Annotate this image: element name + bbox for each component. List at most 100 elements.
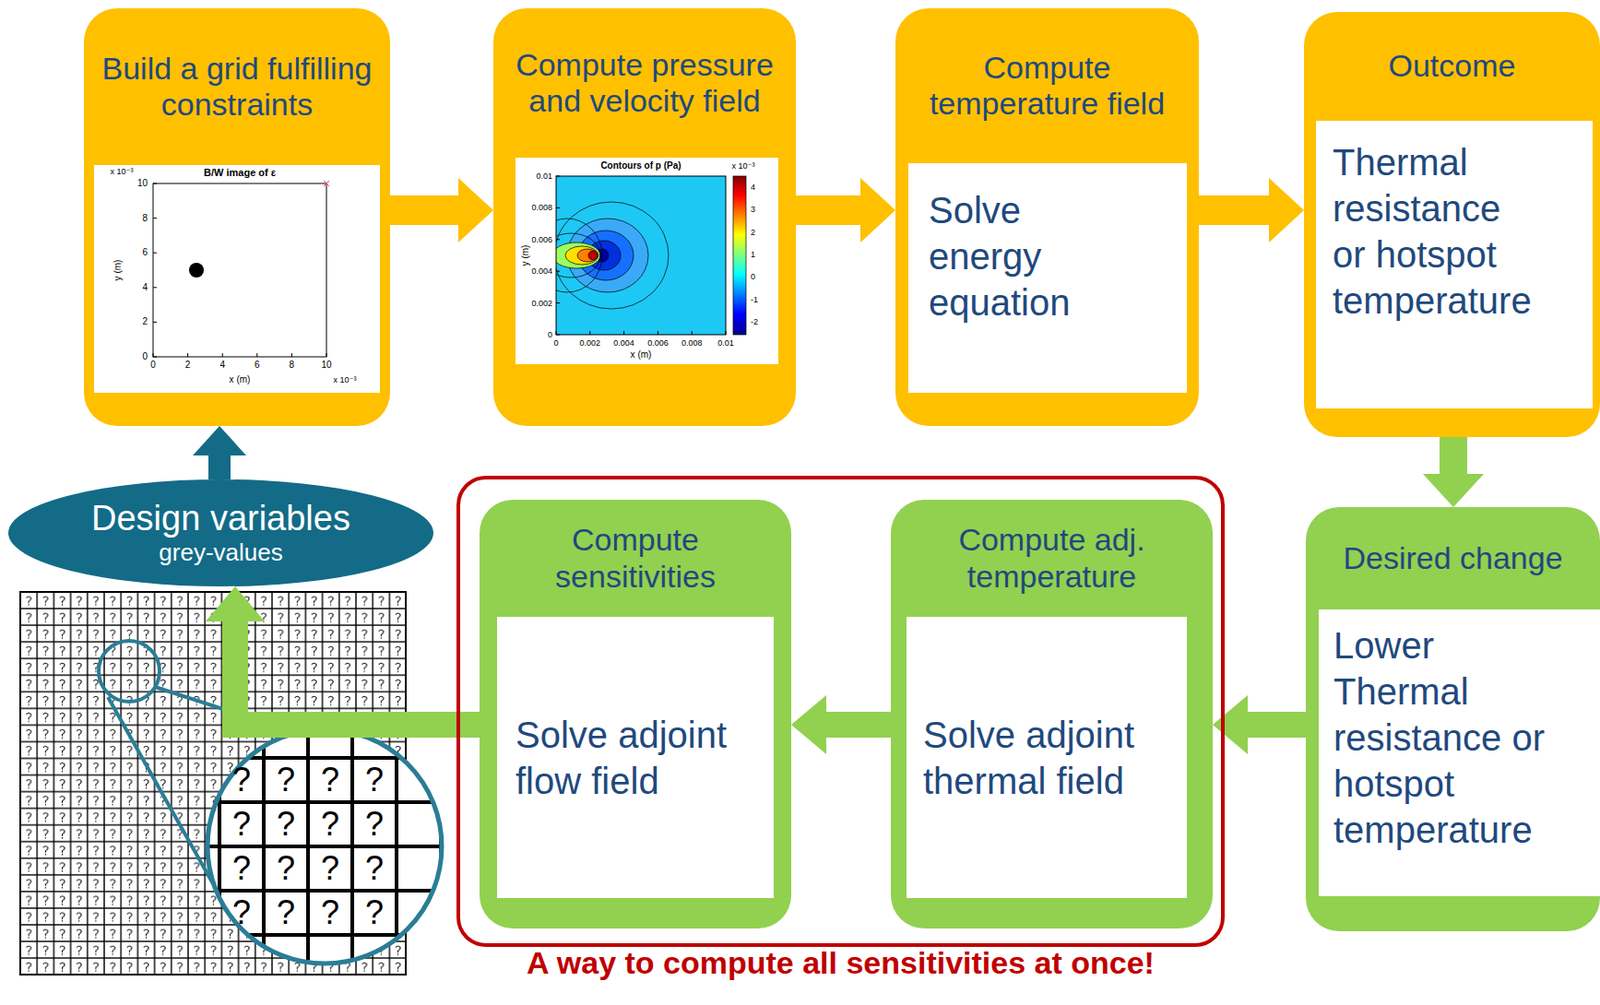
plot-axis-label: 0.004	[531, 267, 553, 276]
box-heading: Outcome	[1388, 47, 1517, 84]
box-heading-area: Compute temperature field	[895, 8, 1199, 164]
plot-axis-label: 0	[150, 360, 156, 370]
design-variable-mark: ?	[365, 896, 384, 930]
box-heading: Desired change	[1342, 540, 1563, 577]
plot-axis-label: 0.002	[531, 298, 553, 308]
white-panel: Thermal resistance or hotspot temperatur…	[1315, 120, 1593, 409]
plot-axis-label: 6	[142, 248, 148, 258]
goal-box: Desired changeLower Thermal resistance o…	[1305, 507, 1600, 932]
box-heading: Compute pressure and velocity field	[513, 47, 776, 120]
flow-arrow	[205, 586, 480, 725]
design-variable-mark: ?	[320, 807, 340, 842]
plot-axis-label: x (m)	[630, 350, 652, 360]
arrow-head	[1268, 177, 1304, 243]
design-variable-mark: ?	[276, 852, 296, 886]
box-heading: Build a grid fulfilling constraints	[96, 50, 378, 124]
white-panel: Solve adjoint flow field	[497, 616, 774, 899]
adjoint-group-frame: A way to compute all sensitivities at on…	[456, 475, 1225, 948]
design-variable-mark: ?	[320, 763, 340, 797]
arrow-shaft	[1439, 437, 1468, 475]
plot-axis-label: 0.006	[531, 235, 553, 244]
process-box: Compute temperature fieldSolve energy eq…	[895, 8, 1199, 427]
design-variable-mark: ?	[232, 763, 251, 797]
plot-axis-label: 10	[320, 360, 332, 370]
plot-axis-label: 0	[142, 352, 148, 362]
ellipse-heading: Design variables	[91, 498, 351, 540]
white-panel: B/W image of εx 10⁻³10864200246810x (m)x…	[94, 165, 380, 393]
flow-arrow	[1212, 695, 1306, 755]
arrow-shaft	[825, 711, 891, 738]
plot-axis-label: 0	[553, 339, 558, 348]
flow-arrow	[795, 177, 896, 243]
plot-axis-label: Contours of p (Pa)	[600, 161, 681, 171]
box-heading-area: Build a grid fulfilling constraints	[83, 8, 391, 166]
adjoint-box: Compute adj. temperatureSolve adjoint th…	[890, 499, 1213, 929]
arrow-head	[860, 177, 896, 243]
plot-axis-label: 2	[185, 360, 191, 370]
plot-axis-label: x 10⁻³	[732, 162, 756, 171]
arrow-shaft	[390, 195, 460, 226]
arrow-head	[192, 426, 247, 456]
process-box: Build a grid fulfilling constraintsB/W i…	[83, 8, 391, 427]
plot-axis-label: 10	[137, 178, 148, 189]
flow-arrow	[1198, 177, 1304, 243]
ellipse-subtitle: grey-values	[158, 539, 283, 568]
zoom-circle	[207, 729, 442, 964]
plot-axis-label: 3	[750, 205, 756, 214]
plot-axis-label: x 10⁻³	[110, 167, 134, 177]
plot-axis-label: 0	[750, 272, 756, 282]
plot-axis-label: 0.006	[647, 339, 669, 348]
plot-axis-label: 0	[547, 331, 553, 340]
plot-axis-label: B/W image of ε	[203, 167, 276, 178]
arrow-head	[1212, 695, 1248, 755]
design-variable-mark: ?	[320, 852, 340, 886]
arrow-shaft	[1198, 195, 1270, 226]
flow-arrow	[791, 695, 891, 755]
arrow-shaft	[208, 454, 231, 480]
zoom-source-circle	[98, 640, 160, 702]
box-body: Solve adjoint flow field	[515, 711, 747, 805]
plot-axis-label: 0.01	[535, 172, 553, 181]
design-variable-mark: ?	[276, 807, 296, 842]
plot-axis-label: -2	[750, 317, 759, 326]
box-heading: Compute adj. temperature	[907, 521, 1197, 595]
arrow-shaft	[235, 620, 480, 725]
plot-axis-label: y (m)	[113, 260, 123, 282]
process-box: Compute pressure and velocity fieldConto…	[493, 8, 796, 427]
plot-axis-label: 1	[750, 249, 756, 259]
plot-axis-label: x 10⁻³	[333, 376, 357, 385]
box-body: Lower Thermal resistance or hotspot temp…	[1333, 622, 1564, 854]
flow-arrow	[1422, 437, 1484, 508]
white-panel: Lower Thermal resistance or hotspot temp…	[1318, 609, 1600, 897]
outcome-box: OutcomeThermal resistance or hotspot tem…	[1303, 11, 1600, 438]
arrow-head	[458, 177, 494, 243]
plot-axis-label: 2	[750, 227, 756, 237]
arrow-shaft	[795, 195, 862, 226]
box-heading-area: Desired change	[1305, 507, 1600, 610]
plot-axis-label: 2	[142, 317, 148, 327]
box-heading-area: Compute pressure and velocity field	[493, 8, 796, 158]
plot-axis-label: y (m)	[521, 245, 531, 267]
plot-axis-label: 4	[219, 360, 226, 370]
adjoint-box: Compute sensitivitiesSolve adjoint flow …	[479, 499, 792, 929]
arrow-shaft	[1246, 711, 1306, 738]
design-variable-mark: ?	[276, 896, 296, 930]
plot-axis-label: 0.008	[531, 203, 553, 213]
design-variable-mark: ?	[365, 807, 384, 842]
plot-axis-label: 8	[289, 360, 296, 370]
white-panel: Solve adjoint thermal field	[906, 616, 1187, 899]
design-variable-mark: ?	[320, 896, 340, 930]
design-variable-mark: ?	[276, 763, 296, 797]
pressure-contour-plot	[515, 157, 779, 365]
flow-arrow	[390, 177, 494, 243]
group-caption: A way to compute all sensitivities at on…	[526, 945, 1155, 982]
plot-axis-label: 8	[142, 213, 148, 224]
zoom-line	[107, 697, 215, 888]
zoom-grid	[175, 713, 448, 980]
arrow-head	[1422, 474, 1484, 508]
design-variable-mark: ?	[365, 852, 384, 886]
plot-axis-label: -1	[750, 295, 759, 304]
bw-image-plot	[94, 165, 380, 393]
white-panel: Contours of p (Pa) x 10⁻³ 0.01 0.008 0.006 0.…	[515, 157, 779, 365]
